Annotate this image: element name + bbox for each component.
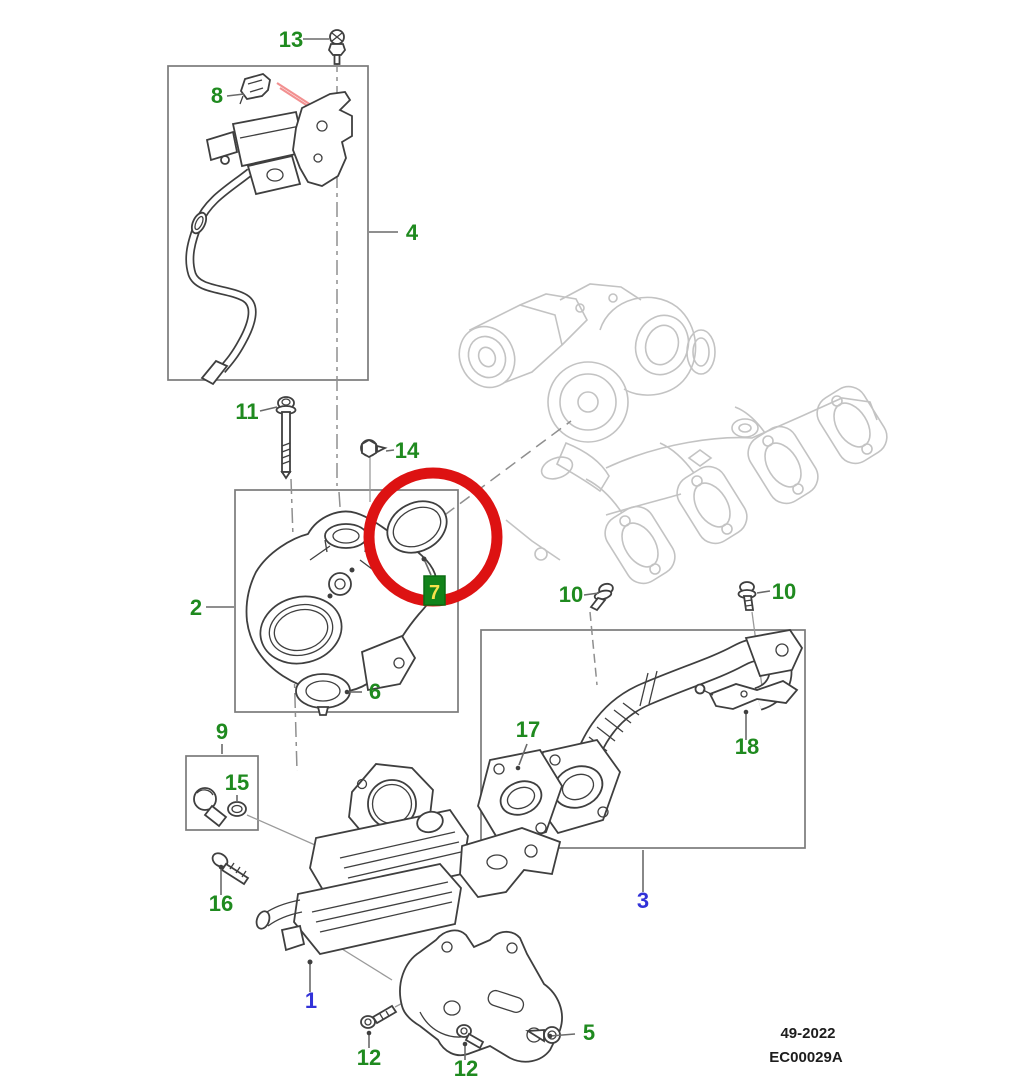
- bolt-16-icon: [211, 852, 250, 886]
- callout-1: 1: [305, 988, 317, 1013]
- bolt-14-icon: [360, 438, 388, 502]
- bolt-10-left-icon: [589, 582, 614, 612]
- egr-valve-drawing: [245, 510, 438, 694]
- callout-3: 3: [637, 888, 649, 913]
- leader-17: [518, 743, 528, 766]
- leader-10-right: [756, 590, 771, 594]
- turbo-manifold-reference-drawing: [458, 283, 888, 585]
- part-7-badge: 7: [423, 575, 446, 606]
- footer-ref-1: 49-2022: [780, 1025, 835, 1042]
- o-ring-7-drawing: [386, 500, 448, 554]
- leader-lines: [206, 38, 771, 1060]
- egr-pipe-drawing: [533, 629, 804, 835]
- leader-7: [423, 558, 432, 576]
- bolt-13-icon: [327, 29, 347, 65]
- leader-5: [549, 1033, 576, 1037]
- callout-13: 13: [279, 27, 303, 52]
- bracket-drawing: [292, 91, 353, 187]
- clip-8-drawing: [239, 73, 271, 105]
- callout-10-right: 10: [772, 579, 796, 604]
- footer: 49-2022 EC00029A: [769, 1025, 843, 1066]
- callout-12-right: 12: [454, 1056, 478, 1080]
- leader-14: [385, 449, 395, 452]
- bracket-18-drawing: [694, 680, 799, 710]
- callout-5: 5: [583, 1020, 595, 1045]
- plug-drawing: [193, 787, 228, 828]
- callout-17: 17: [516, 717, 540, 742]
- callout-labels: 13 8 4 11 14 2 6 10 10 17 18 3 9 15 16 1…: [190, 27, 796, 1080]
- group-box-3: [480, 629, 806, 849]
- bolt-10-right-icon: [737, 581, 757, 611]
- bolt-11-icon: [275, 396, 297, 480]
- bolt-12-right-icon: [456, 1024, 485, 1050]
- callout-2: 2: [190, 595, 202, 620]
- callout-8: 8: [211, 83, 223, 108]
- callout-18: 18: [735, 734, 759, 759]
- leader-10-left: [583, 592, 600, 596]
- callout-16: 16: [209, 891, 233, 916]
- gasket-17-drawing: [477, 748, 563, 848]
- callout-6: 6: [369, 679, 381, 704]
- callout-14: 14: [395, 438, 420, 463]
- group-box-9: [185, 755, 259, 831]
- bolt-12-left-icon: [360, 1004, 398, 1029]
- leader-11: [259, 406, 278, 412]
- callout-11: 11: [235, 399, 258, 424]
- egr-cooler-drawing: [255, 808, 562, 955]
- callout-7: 7: [429, 582, 440, 604]
- group-box-4: [167, 65, 369, 381]
- callout-12-left: 12: [357, 1045, 381, 1070]
- footer-ref-2: EC00029A: [769, 1049, 843, 1066]
- callout-4: 4: [406, 220, 419, 245]
- callout-9: 9: [216, 719, 228, 744]
- seal-15-drawing: [227, 801, 247, 817]
- callout-10-left: 10: [559, 582, 583, 607]
- leader-8: [226, 93, 245, 97]
- gasket-6-drawing: [295, 673, 351, 716]
- callout-15: 15: [225, 770, 249, 795]
- tube-assembly-drawing: [185, 91, 353, 386]
